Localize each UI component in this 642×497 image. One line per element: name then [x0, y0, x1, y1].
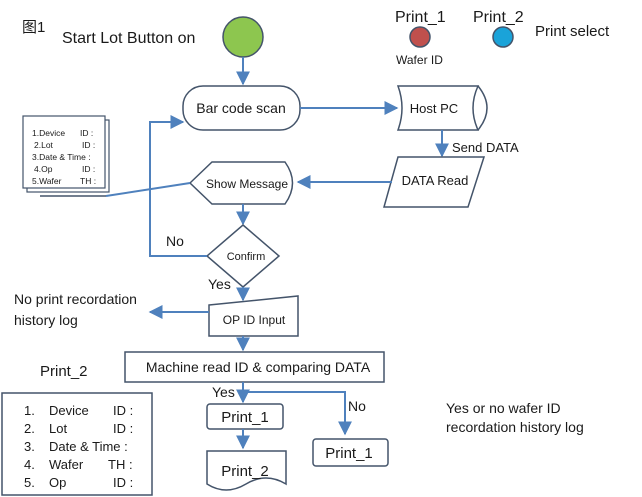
print2-doc-label: Print_2	[221, 463, 269, 480]
print2-item-num: 2.	[24, 421, 35, 436]
print2-doc-node	[206, 450, 287, 491]
start-lot-label: Start Lot Button on	[62, 30, 195, 47]
print2-item-sep: ID :	[113, 421, 133, 436]
info-card-item: 3.Date & Time :	[32, 152, 91, 162]
no2-label: No	[348, 398, 366, 414]
info-card-item: 1.Device	[32, 128, 65, 138]
info-card-item-sep: ID :	[82, 140, 95, 150]
info-card-item-sep: ID :	[80, 128, 93, 138]
print2-item-sep: ID :	[113, 475, 133, 490]
machine-read-label: Machine read ID & comparing DATA	[146, 359, 371, 375]
print2-info-box	[1, 392, 153, 496]
print2-item-name: Date & Time :	[49, 439, 128, 454]
op-id-input-label: OP ID Input	[223, 313, 286, 327]
barcode-scan-label: Bar code scan	[196, 100, 286, 116]
info-card	[22, 115, 106, 189]
legend-print1-label: Print_1	[395, 9, 446, 26]
send-data-label: Send DATA	[452, 140, 519, 155]
data-read-label: DATA Read	[402, 173, 469, 188]
arrow-confirm-no-loop	[149, 115, 207, 257]
no-print-log-line2: history log	[14, 312, 78, 328]
connector-show-to-card	[105, 182, 191, 197]
print1-right-node	[312, 438, 389, 467]
data-read-node	[383, 156, 486, 208]
wafer-log-line1: Yes or no wafer ID	[446, 400, 561, 416]
host-pc-side	[477, 85, 488, 131]
wafer-id-label: Wafer ID	[396, 53, 443, 67]
print2-info-items: 1. Device ID : 2. Lot ID : 3. Date & Tim…	[24, 403, 133, 490]
info-card-item-sep: TH :	[80, 176, 96, 186]
no-print-log-line1: No print recordation	[14, 291, 137, 307]
print2-box-title: Print_2	[40, 363, 88, 380]
print2-item-sep: ID :	[113, 403, 133, 418]
print2-item-sep: TH :	[108, 457, 133, 472]
info-card-item-sep: ID :	[82, 164, 95, 174]
op-id-input-node	[208, 295, 299, 337]
show-message-node	[188, 161, 294, 205]
print2-item-name: Wafer	[49, 457, 84, 472]
info-card-item: 2.Lot	[34, 140, 54, 150]
figure-label: 图1	[22, 19, 45, 36]
wafer-log-line2: recordation history log	[446, 419, 584, 435]
no-label: No	[166, 233, 184, 249]
info-card-item: 4.Op	[34, 164, 53, 174]
host-pc-label: Host PC	[410, 101, 458, 116]
print2-item-name: Device	[49, 403, 89, 418]
yes-label: Yes	[208, 276, 231, 292]
print-select-label: Print select	[535, 23, 610, 40]
info-card-item: 5.Wafer	[32, 176, 62, 186]
print2-item-name: Lot	[49, 421, 67, 436]
print1-indicator	[409, 26, 431, 48]
info-card-items: 1.Device ID : 2.Lot ID : 3.Date & Time :…	[32, 128, 96, 186]
machine-read-node	[124, 351, 385, 383]
print2-item-num: 3.	[24, 439, 35, 454]
start-circle	[222, 16, 264, 58]
print2-item-num: 4.	[24, 457, 35, 472]
show-message-label: Show Message	[206, 177, 288, 191]
legend-print2-label: Print_2	[473, 9, 524, 26]
yes2-label: Yes	[212, 384, 235, 400]
print1-right-label: Print_1	[325, 445, 373, 462]
print2-item-num: 1.	[24, 403, 35, 418]
print1-box-node	[206, 403, 284, 430]
arrow-machine-no	[243, 391, 352, 436]
confirm-label: Confirm	[227, 251, 266, 263]
print2-item-num: 5.	[24, 475, 35, 490]
print2-item-name: Op	[49, 475, 66, 490]
print2-indicator	[492, 26, 514, 48]
print1-box-label: Print_1	[221, 409, 269, 426]
